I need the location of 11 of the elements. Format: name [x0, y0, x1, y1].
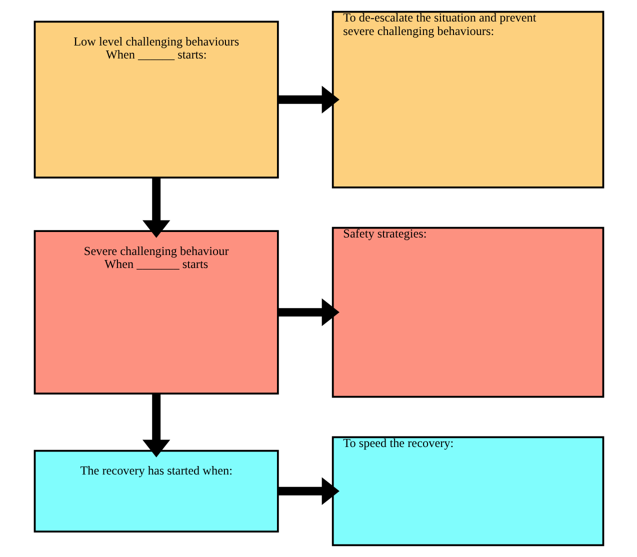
node-box: To speed the recovery: [331, 436, 604, 546]
arrow [278, 477, 339, 506]
arrow [142, 394, 170, 458]
node-box: To de-escalate the situation and prevent severe challenging behaviours: [331, 10, 604, 188]
node-box: Low level challenging behaviours When ______ starts: [33, 20, 278, 178]
node-box: Severe challenging behaviour When _______ starts [33, 230, 278, 394]
node-box: Safety strategies: [331, 226, 604, 398]
arrow [278, 298, 339, 326]
arrow [278, 86, 339, 114]
node-box: The recovery has started when: [33, 450, 278, 532]
arrow [142, 178, 170, 238]
